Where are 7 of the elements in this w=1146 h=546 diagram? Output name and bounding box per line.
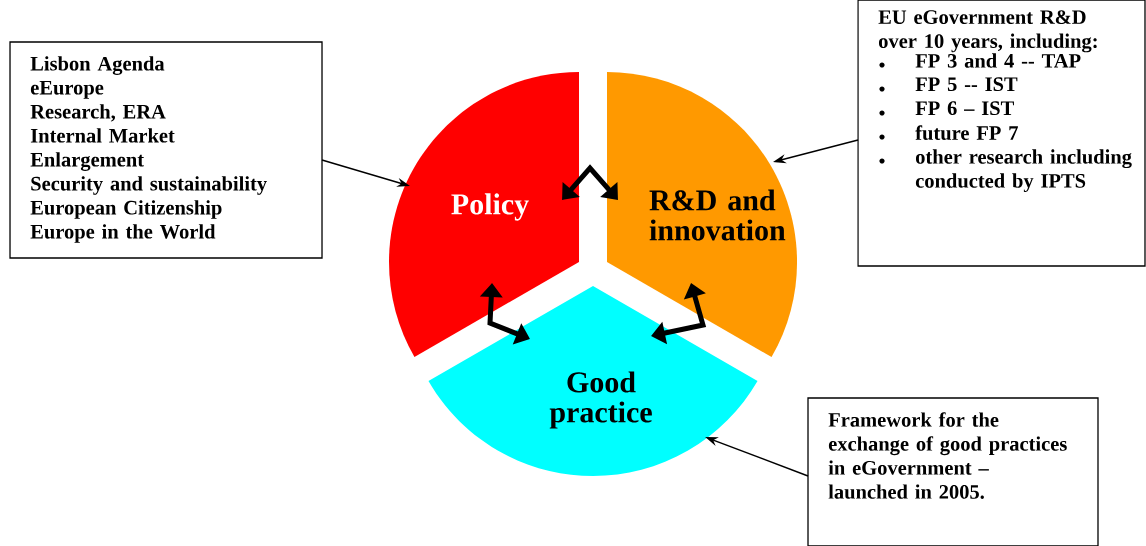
pie-sector: Policy bbox=[389, 72, 579, 357]
text-box: Lisbon Agenda eEurope Research, ERA Internal Market Enlargement Security and sustainability European Citizenship Europe in the World bbox=[9, 41, 323, 259]
arrow bbox=[562, 164, 618, 200]
text-box: Framework for the exchange of good practices in eGovernment – launched in 2005. bbox=[807, 397, 1099, 546]
pie-sector: R&D and innovation bbox=[607, 72, 798, 357]
text-box: EU eGovernment R&D over 10 years, including: FP 3 and 4 -- TAP FP 5 -- IST FP 6 – IST future FP 7 other research including conducted by IPTS bbox=[857, 0, 1146, 267]
pie-sector: Good practice bbox=[428, 286, 758, 476]
